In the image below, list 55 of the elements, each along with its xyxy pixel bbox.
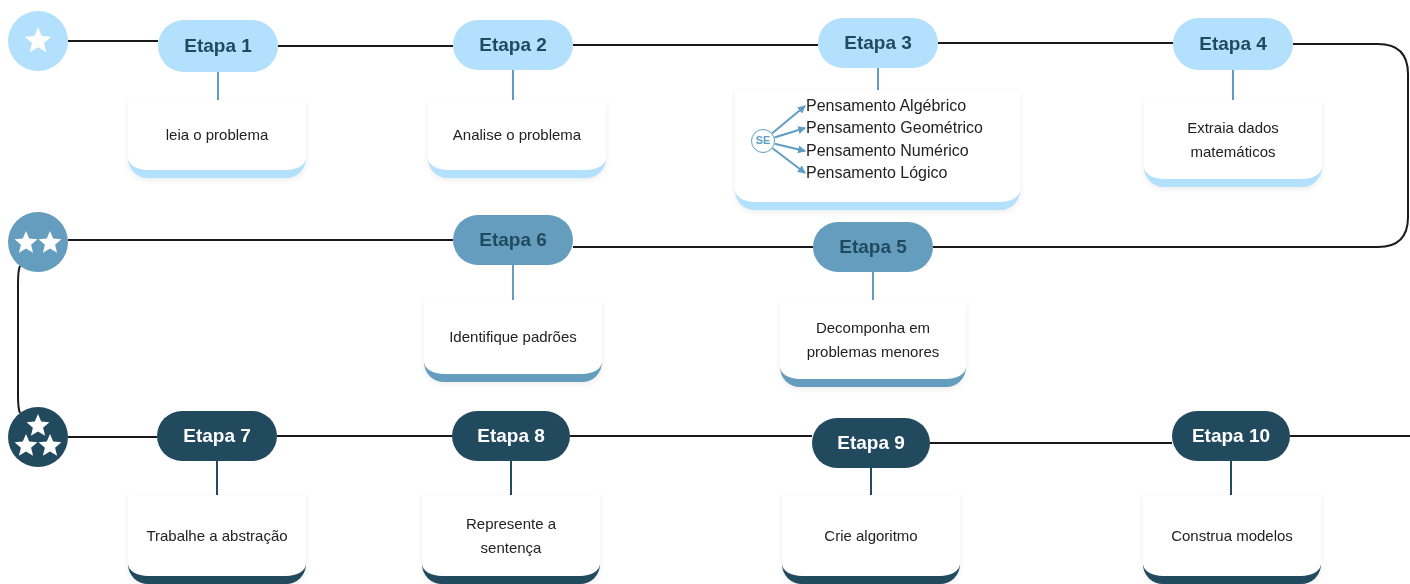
arrow bbox=[771, 147, 806, 174]
connector-line bbox=[512, 264, 514, 301]
connector-line bbox=[1232, 69, 1234, 101]
connector-line bbox=[216, 460, 218, 496]
connector-line bbox=[277, 45, 454, 47]
step-card: Represente a sentença bbox=[422, 495, 600, 584]
connector-line bbox=[1230, 460, 1232, 496]
star-badge bbox=[8, 11, 68, 71]
connector-line bbox=[572, 246, 814, 248]
step-card: Construa modelos bbox=[1143, 495, 1321, 584]
step-card: Analise o problema bbox=[428, 100, 606, 178]
step-card: Trabalhe a abstração bbox=[128, 495, 306, 584]
connector-line bbox=[510, 460, 512, 496]
step-pill: Etapa 6 bbox=[453, 215, 573, 265]
branch-label: Pensamento Geométrico bbox=[806, 117, 983, 139]
step-card: Identifique padrões bbox=[424, 300, 602, 382]
step-pill: Etapa 4 bbox=[1173, 18, 1293, 70]
connector-line bbox=[67, 436, 158, 438]
connector-line bbox=[872, 271, 874, 301]
connector-line bbox=[217, 71, 219, 101]
star-badge bbox=[8, 212, 68, 272]
step-pill: Etapa 9 bbox=[812, 418, 930, 468]
connector-line bbox=[877, 67, 879, 91]
step-card: leia o problema bbox=[128, 100, 306, 178]
step-pill: Etapa 1 bbox=[158, 20, 278, 72]
arrow bbox=[771, 105, 806, 135]
origin-circle: SE bbox=[751, 129, 775, 153]
step-pill: Etapa 7 bbox=[157, 411, 277, 461]
connector-line bbox=[67, 40, 159, 42]
branch-label: Pensamento Numérico bbox=[806, 140, 969, 162]
step-pill: Etapa 3 bbox=[818, 18, 938, 68]
step-card: Extraia dados matemáticos bbox=[1144, 100, 1322, 187]
connector-line bbox=[870, 467, 872, 496]
star-badge bbox=[8, 407, 68, 467]
connector-line bbox=[17, 265, 21, 414]
step-card bbox=[735, 90, 1020, 210]
step-pill: Etapa 2 bbox=[453, 20, 573, 70]
connector-line bbox=[932, 43, 1409, 248]
connector-line bbox=[1289, 435, 1410, 437]
branch-label: Pensamento Lógico bbox=[806, 162, 948, 184]
arrow bbox=[773, 126, 806, 139]
connector-line bbox=[937, 42, 1174, 44]
connector-line bbox=[67, 239, 454, 241]
step-card: Decomponha em problemas menores bbox=[780, 300, 966, 387]
step-pill: Etapa 5 bbox=[813, 222, 933, 272]
branch-label: Pensamento Algébrico bbox=[806, 95, 967, 117]
connector-line bbox=[512, 69, 514, 101]
step-pill: Etapa 8 bbox=[452, 411, 570, 461]
step-pill: Etapa 10 bbox=[1172, 411, 1290, 461]
step-card: Crie algoritmo bbox=[782, 495, 960, 584]
connector-line bbox=[929, 442, 1173, 444]
arrow bbox=[773, 142, 806, 154]
connector-line bbox=[276, 435, 453, 437]
connector-line bbox=[572, 44, 819, 46]
connector-line bbox=[569, 435, 813, 437]
